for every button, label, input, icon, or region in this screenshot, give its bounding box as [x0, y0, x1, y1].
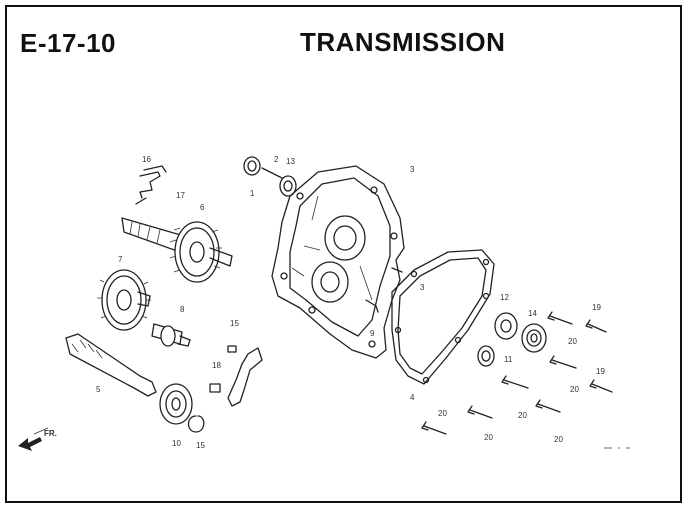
part-seal-2-13 — [243, 156, 297, 197]
part-circlip-15 — [187, 415, 205, 433]
bolts-19-20 — [421, 311, 613, 435]
callout-14: 14 — [528, 309, 537, 318]
callout-20-a: 20 — [568, 337, 577, 346]
callout-4: 4 — [410, 393, 415, 402]
callout-19-top: 19 — [592, 303, 601, 312]
callout-2: 2 — [274, 155, 279, 164]
part-countershaft-gear — [121, 217, 233, 283]
callout-20-c: 20 — [518, 411, 527, 420]
callout-10: 10 — [172, 439, 181, 448]
part-case-cover-gasket — [391, 249, 495, 385]
callout-13: 13 — [286, 157, 295, 166]
callout-17: 17 — [176, 191, 185, 200]
callout-9: 9 — [370, 329, 375, 338]
callout-6: 6 — [200, 203, 205, 212]
diagram-title: TRANSMISSION — [300, 27, 506, 57]
callout-16: 16 — [142, 155, 151, 164]
diagram-frame — [5, 5, 682, 503]
part-pinion-8 — [151, 323, 191, 347]
part-shift-rod — [135, 165, 167, 205]
diagram-code: E-17-10 — [20, 28, 116, 58]
front-direction-marker: FR. — [18, 427, 57, 451]
callout-7: 7 — [118, 255, 123, 264]
part-transmission-case — [271, 165, 405, 359]
callout-20-e: 20 — [484, 433, 493, 442]
part-bearing-10 — [159, 383, 193, 425]
callout-15-bracket: 15 — [230, 319, 239, 328]
part-bearing-11 — [477, 345, 495, 367]
callout-8: 8 — [180, 305, 185, 314]
part-bracket-18 — [209, 345, 263, 407]
callout-20-d: 20 — [438, 409, 447, 418]
part-seal-14 — [521, 323, 547, 353]
callout-3-cover: 3 — [420, 283, 425, 292]
callout-20-f: 20 — [554, 435, 563, 444]
front-marker-label: FR. — [44, 429, 57, 438]
part-gear-7 — [97, 269, 151, 331]
callout-18: 18 — [212, 361, 221, 370]
callout-1: 1 — [250, 189, 255, 198]
callout-3-case: 3 — [410, 165, 415, 174]
callout-12: 12 — [500, 293, 509, 302]
callout-5: 5 — [96, 385, 101, 394]
callout-19-mid: 19 — [596, 367, 605, 376]
part-main-shaft — [65, 333, 157, 397]
callout-11: 11 — [504, 355, 513, 364]
part-bearing-12 — [494, 312, 518, 340]
callout-15-circlip: 15 — [196, 441, 205, 450]
callout-20-b: 20 — [570, 385, 579, 394]
